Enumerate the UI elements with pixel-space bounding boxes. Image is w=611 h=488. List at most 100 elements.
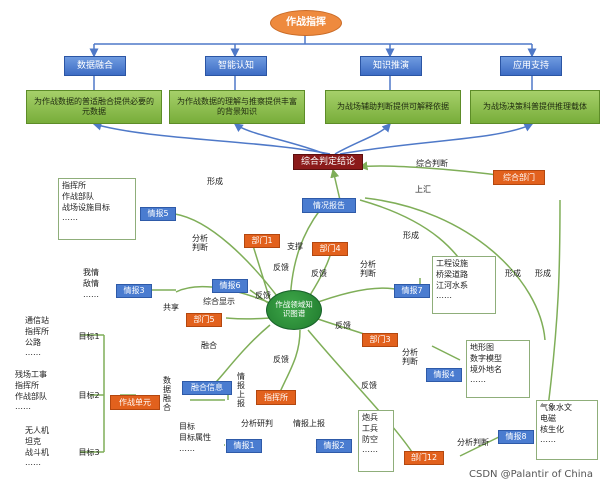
dept3-node: 部门3 [362, 333, 398, 347]
intel1-item-2: 目标属性 [179, 432, 211, 442]
target2-item-3: 作战部队 [15, 391, 47, 401]
fusion-info-node: 融合信息 [182, 381, 232, 395]
combat-unit-node: 作战单元 [110, 395, 160, 410]
intel4-item-2: 数字模型 [470, 353, 502, 363]
intel-report-node: 情况报告 [302, 198, 356, 213]
dept4-node: 部门4 [312, 242, 348, 256]
intel5-item-4: …… [62, 213, 78, 223]
label-ronghe: 融合 [201, 341, 217, 351]
label-fankui-5: 反馈 [273, 355, 289, 365]
watermark: CSDN @Palantir of China [468, 469, 593, 481]
label-shuju-ronghe: 数据融合 [160, 372, 174, 416]
intel1-item-1: 目标 [179, 422, 195, 431]
intel7-list: 工程设施 桥梁道路 江河水系 …… [432, 256, 496, 314]
target2-item-2: 指挥所 [15, 380, 39, 390]
label-fankui-4: 反馈 [335, 321, 351, 331]
intel7-item-3: 江河水系 [436, 280, 468, 290]
label-fenxi-panduan-2-text: 分析判断 [360, 259, 376, 278]
description-data-fusion: 为作战数据的普适融合提供必要的元数据 [26, 90, 162, 124]
label-qingbao-shangbao-2: 情报上报 [293, 419, 325, 429]
intel1-list: 目标 目标属性 …… [176, 420, 224, 464]
intel4-item-3: 境外地名 [470, 364, 502, 374]
dept12-node: 部门12 [404, 451, 444, 465]
intel2-item-1: 炮兵 [362, 413, 378, 422]
label-fenxi-panduan-3: 分析判断 [398, 346, 422, 368]
intel8-item-1: 气象水文 [540, 403, 572, 412]
label-qingbao-shangbao-1-text: 情报上报 [237, 371, 245, 409]
label-shanghui: 上汇 [415, 185, 431, 195]
target1-list: 通信站 指挥所 公路 …… [22, 314, 68, 372]
target2-node: 目标2 [68, 389, 110, 402]
intel2-node: 情报2 [316, 439, 352, 453]
target1-item-2: 指挥所 [25, 326, 49, 336]
target2-item-4: …… [15, 402, 31, 412]
dept1-node: 部门1 [244, 234, 280, 248]
conclusion-box: 综合判定结论 [293, 154, 363, 170]
target1-node: 目标1 [68, 330, 110, 343]
category-application-support: 应用支持 [500, 56, 562, 76]
label-fankui-1: 反馈 [273, 263, 289, 273]
target2-label: 目标2 [78, 390, 100, 400]
command-ellipse: 作战指挥 [270, 10, 342, 36]
label-fenxi-panduan-1-text: 分析判断 [192, 233, 208, 252]
target3-node: 目标3 [68, 446, 110, 459]
intel2-item-3: 防空 [362, 434, 378, 444]
target2-list: 残场工事 指挥所 作战部队 …… [12, 368, 68, 426]
target3-label: 目标3 [78, 447, 100, 457]
label-fenxi-panduan-4: 分析判断 [457, 438, 489, 448]
label-xingcheng-r2: 形成 [535, 269, 551, 279]
label-fenxi-yanpan: 分析研判 [241, 419, 273, 429]
intel8-item-3: 核生化 [540, 424, 564, 434]
label-shuju-ronghe-text: 数据融合 [163, 375, 171, 413]
intel8-node: 情报8 [498, 430, 534, 444]
intel3-item-3: …… [83, 289, 99, 299]
intel4-list: 地形图 数字模型 境外地名 …… [466, 340, 530, 398]
intel3-item-2: 敌情 [83, 278, 99, 288]
label-zonghe-xianshi: 综合显示 [203, 297, 235, 307]
intel2-item-4: …… [362, 445, 378, 455]
dept5-node: 部门5 [186, 313, 222, 327]
intel7-node: 情报7 [394, 284, 430, 298]
intel5-list: 指挥所 作战部队 战场设施目标 …… [58, 178, 136, 240]
label-fenxi-panduan-3-text: 分析判断 [402, 347, 418, 366]
label-qingbao-shangbao-1: 情报上报 [234, 368, 248, 412]
intel2-list: 炮兵 工兵 防空 …… [358, 410, 394, 472]
intel7-item-2: 桥梁道路 [436, 269, 468, 279]
label-fenxi-panduan-2: 分析判断 [356, 258, 380, 280]
intel6-node: 情报6 [212, 279, 248, 293]
label-xingcheng-r1: 形成 [505, 269, 521, 279]
target3-item-3: 战斗机 [25, 447, 49, 457]
label-fankui-6: 反馈 [361, 381, 377, 391]
intel5-node: 情报5 [140, 207, 176, 221]
intel8-item-2: 电磁 [540, 413, 556, 423]
target1-label: 目标1 [78, 331, 100, 341]
core-knowledge-graph: 作战领域知识图谱 [266, 290, 322, 330]
category-intelligent-cognition: 智能认知 [205, 56, 267, 76]
target3-item-2: 坦克 [25, 436, 41, 446]
category-data-fusion: 数据融合 [64, 56, 126, 76]
intel8-list: 气象水文 电磁 核生化 …… [536, 400, 598, 460]
intel1-node: 情报1 [226, 439, 262, 453]
category-knowledge-reasoning: 知识推演 [360, 56, 422, 76]
intel3-item-1: 我情 [83, 268, 99, 277]
target1-item-1: 通信站 [25, 316, 49, 325]
label-xingcheng-top: 形成 [207, 177, 223, 187]
target1-item-3: 公路 [25, 337, 41, 347]
intel3-list: 我情 敌情 …… [80, 266, 116, 310]
intel5-item-1: 指挥所 [62, 181, 86, 190]
hq-node: 指挥所 [256, 390, 296, 405]
intel7-item-4: …… [436, 291, 452, 301]
label-fankui-2: 反馈 [311, 269, 327, 279]
target1-item-4: …… [25, 348, 41, 358]
intel8-item-4: …… [540, 435, 556, 445]
intel5-item-3: 战场设施目标 [62, 202, 110, 212]
description-cognition: 为作战数据的理解与推察提供丰富的背景知识 [169, 90, 305, 124]
target3-item-4: …… [25, 458, 41, 468]
description-application: 为战场决策科普提供推理载体 [470, 90, 600, 124]
label-xingcheng-mid: 形成 [403, 231, 419, 241]
label-zonghe-panduan: 综合判断 [416, 159, 448, 169]
intel4-node: 情报4 [426, 368, 462, 382]
intel2-item-2: 工兵 [362, 423, 378, 433]
intel4-item-4: …… [470, 375, 486, 385]
